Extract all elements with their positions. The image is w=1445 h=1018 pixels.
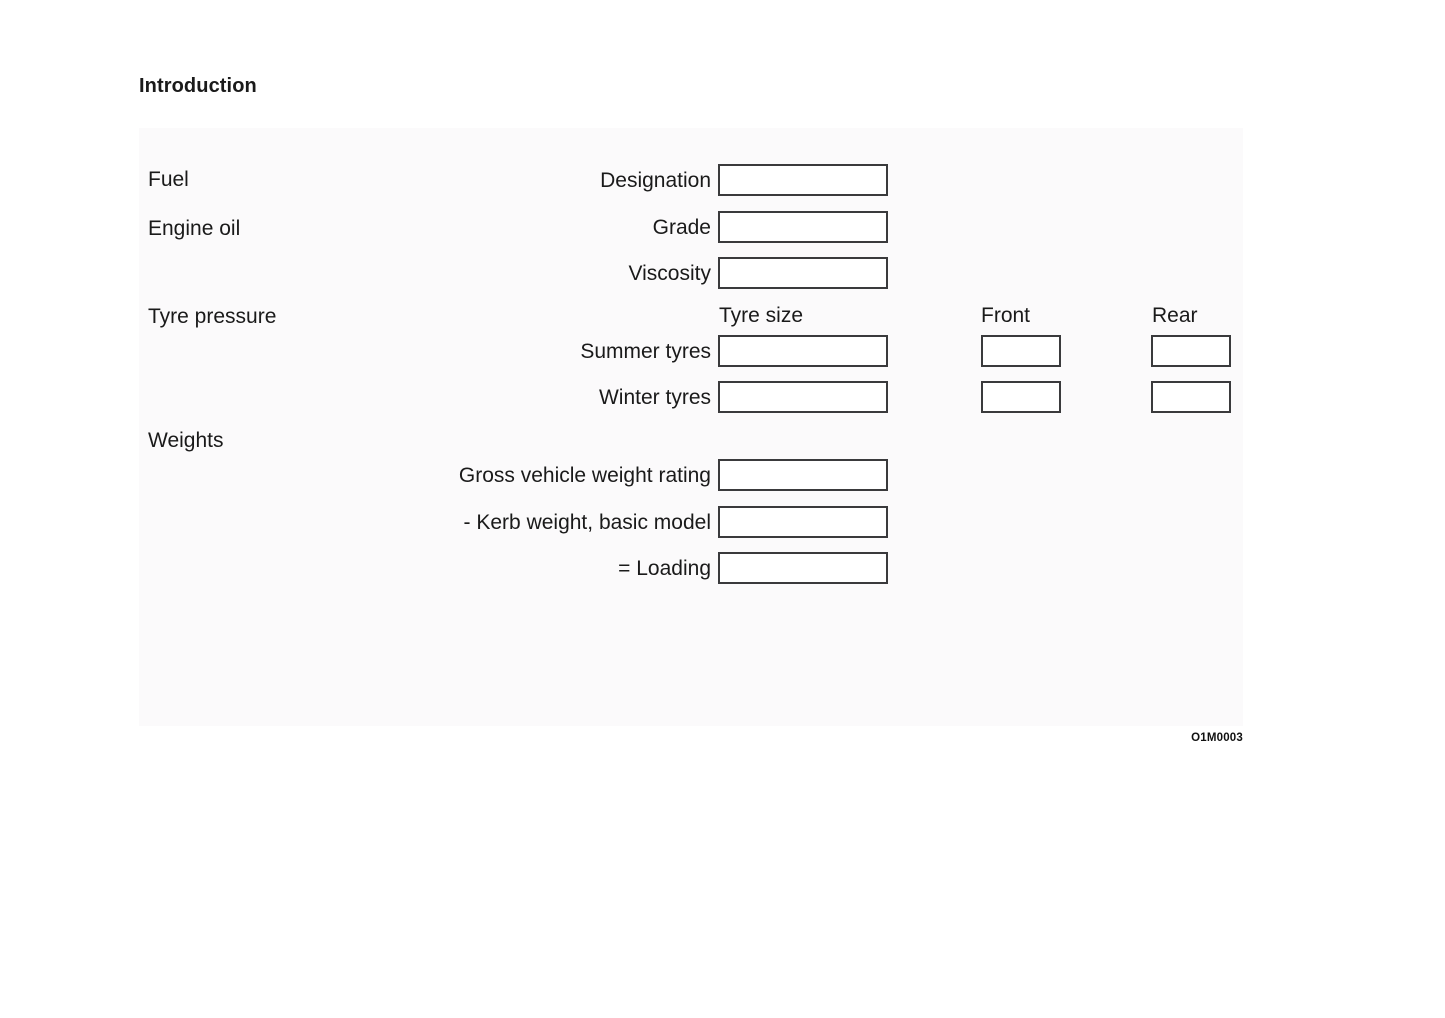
column-header-tyre-size: Tyre size — [719, 304, 804, 327]
label-kerb-weight-basic-model: - Kerb weight, basic model — [463, 510, 711, 534]
input-kerb-weight-basic-model[interactable] — [718, 506, 888, 538]
input-summer-tyre-size[interactable] — [718, 335, 888, 367]
label-grade: Grade — [652, 215, 711, 239]
section-label-fuel: Fuel — [148, 168, 189, 191]
input-summer-rear-pressure[interactable] — [1151, 335, 1231, 367]
label-loading: = Loading — [618, 556, 711, 580]
input-summer-front-pressure[interactable] — [981, 335, 1061, 367]
section-label-engine-oil: Engine oil — [148, 217, 241, 240]
input-gross-vehicle-weight-rating[interactable] — [718, 459, 888, 491]
field-row-viscosity: Viscosity — [139, 257, 888, 289]
page-title: Introduction — [139, 75, 257, 97]
field-row-grade: Grade — [139, 211, 888, 243]
field-row-designation: Designation — [139, 164, 888, 196]
input-grade[interactable] — [718, 211, 888, 243]
label-summer-tyres: Summer tyres — [580, 339, 711, 363]
input-loading[interactable] — [718, 552, 888, 584]
field-row-winter-tyres: Winter tyres — [139, 381, 888, 413]
field-row-kerb-weight-basic-model: - Kerb weight, basic model — [139, 506, 888, 538]
field-row-summer-tyres: Summer tyres — [139, 335, 888, 367]
column-header-front: Front — [981, 304, 1031, 327]
section-label-tyre-pressure: Tyre pressure — [148, 305, 277, 328]
figure-reference-code: O1M0003 — [1191, 732, 1243, 744]
label-viscosity: Viscosity — [628, 261, 711, 285]
input-winter-front-pressure[interactable] — [981, 381, 1061, 413]
specification-form-panel: Fuel Engine oil Tyre pressure Weights De… — [139, 128, 1243, 744]
label-gross-vehicle-weight-rating: Gross vehicle weight rating — [458, 463, 711, 487]
input-viscosity[interactable] — [718, 257, 888, 289]
label-winter-tyres: Winter tyres — [598, 385, 711, 409]
field-row-loading: = Loading — [139, 552, 888, 584]
label-designation: Designation — [600, 168, 711, 192]
section-label-weights: Weights — [148, 429, 224, 452]
input-winter-tyre-size[interactable] — [718, 381, 888, 413]
field-row-gross-vehicle-weight-rating: Gross vehicle weight rating — [139, 459, 888, 491]
input-winter-rear-pressure[interactable] — [1151, 381, 1231, 413]
column-header-rear: Rear — [1152, 304, 1198, 327]
input-designation[interactable] — [718, 164, 888, 196]
